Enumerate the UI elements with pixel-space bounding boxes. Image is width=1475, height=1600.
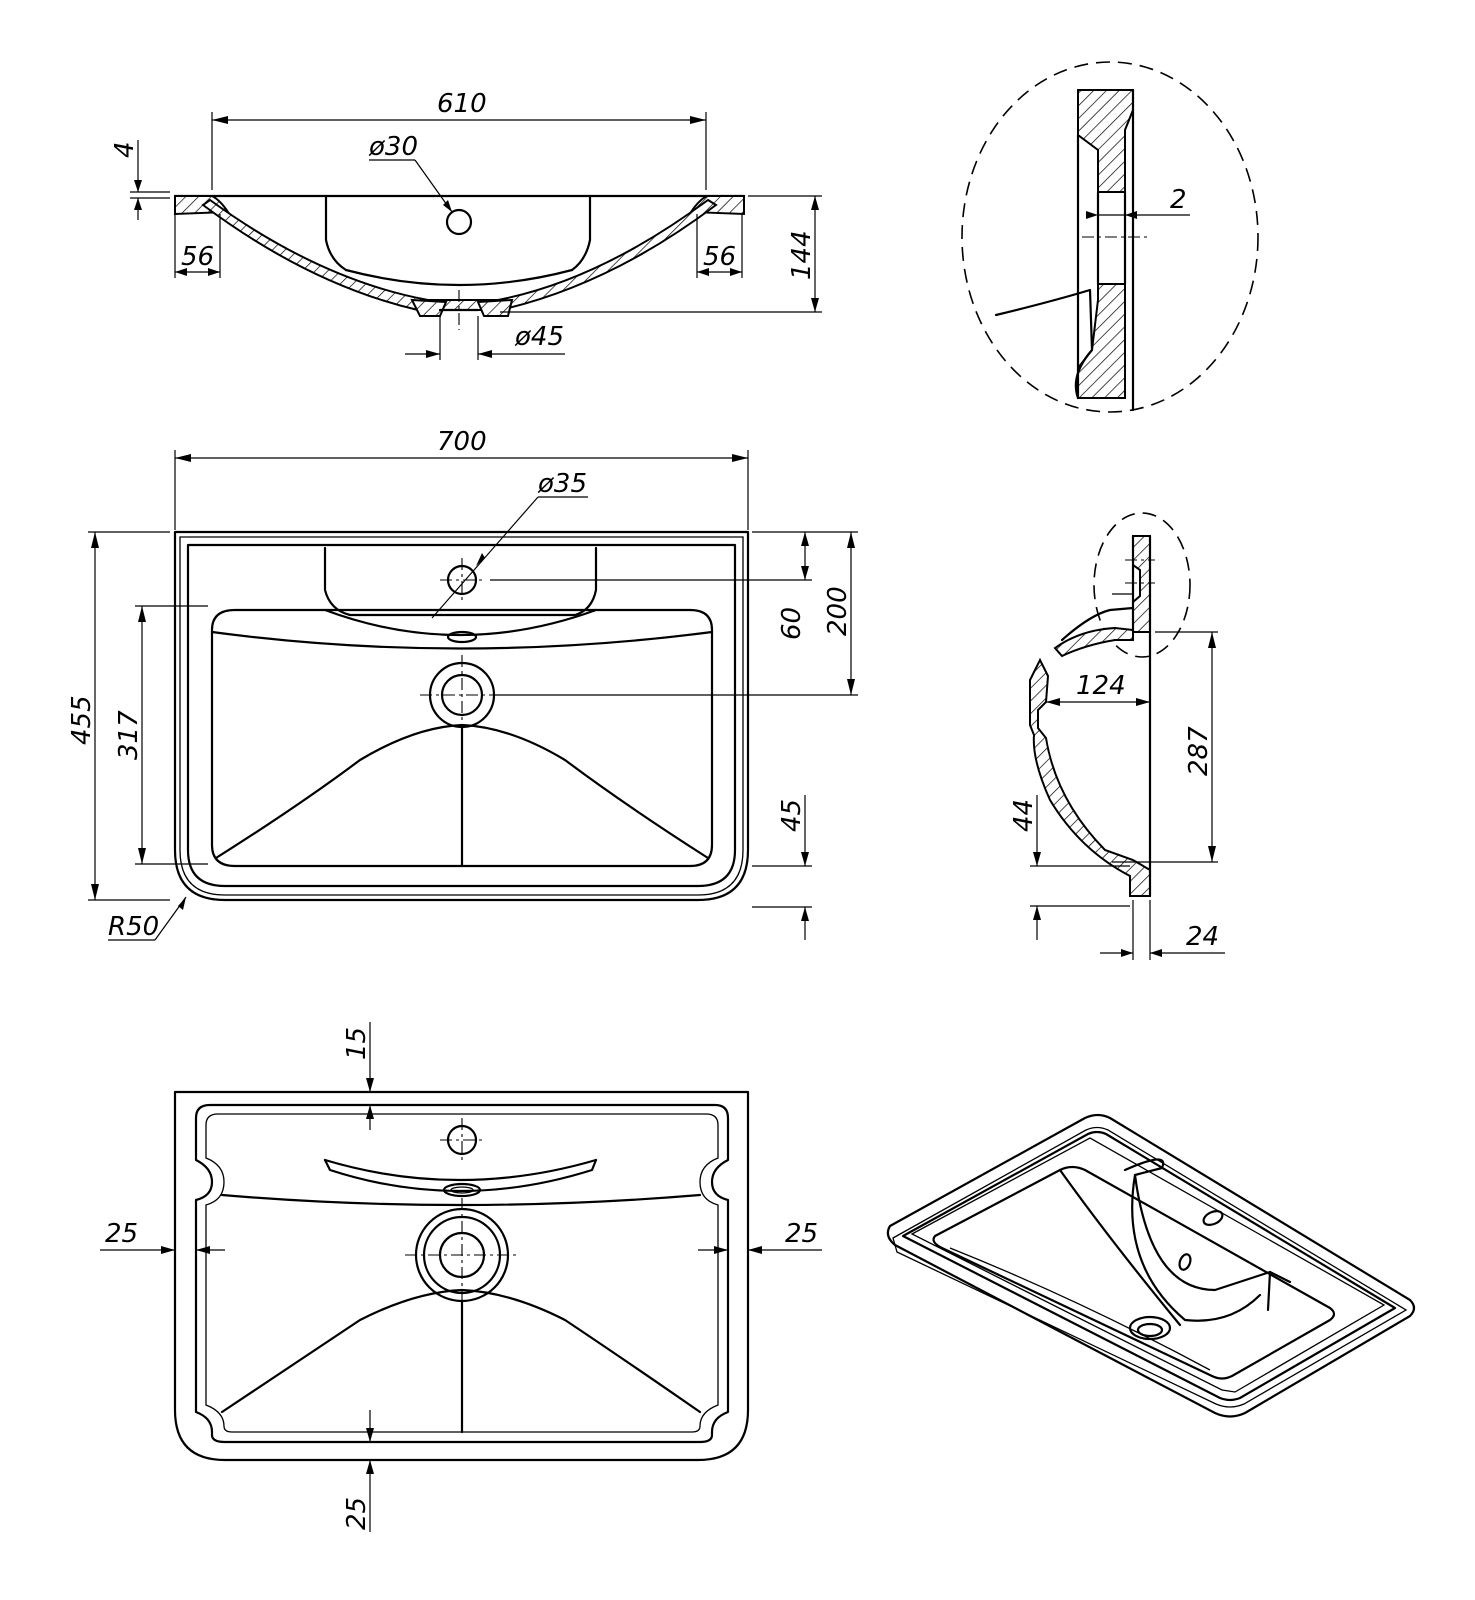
bottom-view: 15 25 25 25 [100,1022,822,1532]
dim-45: 45 [777,799,807,832]
dim-r50: R50 [108,912,159,942]
dim-2: 2 [1170,185,1187,215]
dim-25-left: 25 [105,1219,138,1249]
dim-44: 44 [1009,799,1039,832]
dim-124: 124 [1076,671,1126,701]
dim-200: 200 [823,586,853,636]
top-view: 700 ø35 455 317 60 200 [67,427,858,942]
dim-overflow-30: ø30 [368,132,418,162]
dim-60: 60 [777,607,807,640]
dim-24: 24 [1186,922,1219,952]
dim-4: 4 [110,141,140,158]
dim-610: 610 [437,89,487,119]
dim-455: 455 [67,695,97,745]
dim-56-right: 56 [703,242,736,272]
dim-700: 700 [437,427,487,457]
dim-25-right: 25 [785,1219,818,1249]
dim-56-left: 56 [181,242,214,272]
dim-144: 144 [787,230,817,280]
dim-287: 287 [1184,726,1214,776]
dim-drain-45: ø45 [514,322,564,352]
front-section-view: 610 ø30 4 56 56 144 [110,89,822,360]
isometric-view [886,1113,1416,1418]
dim-317: 317 [114,710,144,760]
detail-view: 2 [961,61,1259,413]
dim-15: 15 [342,1027,372,1060]
dim-tap-35: ø35 [537,469,587,499]
side-section-view: 124 287 44 24 [1009,512,1225,960]
dim-25-bottom: 25 [342,1497,372,1530]
